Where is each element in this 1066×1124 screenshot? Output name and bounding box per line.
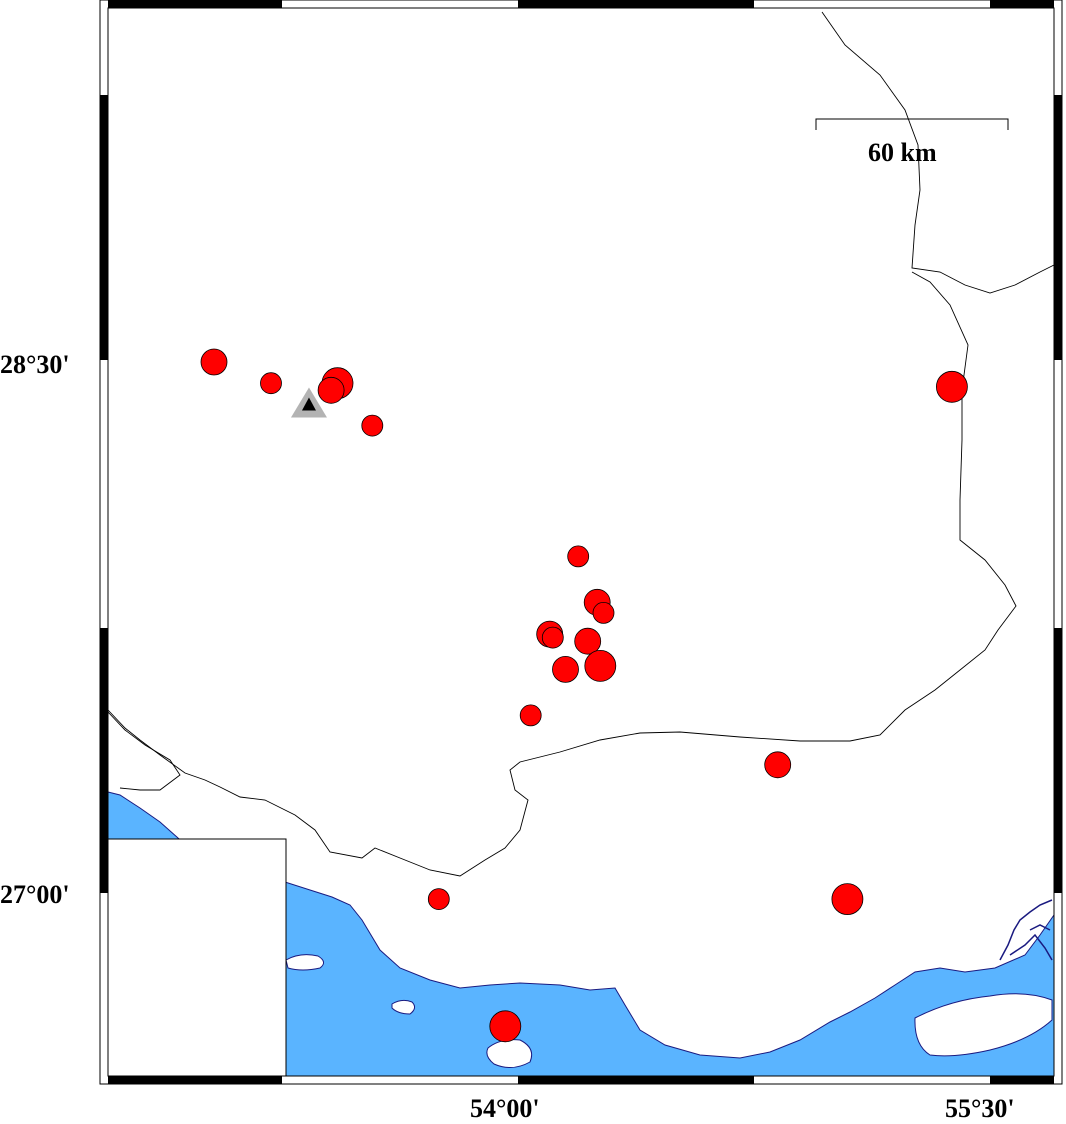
island	[285, 954, 324, 971]
earthquake-event-marker	[831, 883, 864, 915]
longitude-label: 55°30'	[945, 1094, 1015, 1123]
scale-bar-label: 60 km	[868, 138, 937, 167]
island	[391, 999, 416, 1015]
earthquake-event-marker	[936, 370, 968, 403]
station-layer	[290, 387, 327, 418]
earthquake-event-marker	[592, 602, 615, 624]
earthquake-event-marker	[427, 888, 450, 910]
scale-bar	[815, 118, 1009, 130]
earthquake-event-marker	[764, 751, 792, 779]
earthquake-event-marker	[361, 414, 384, 437]
earthquake-event-marker	[584, 650, 617, 682]
earthquake-event-marker	[567, 545, 590, 568]
province-borders	[107, 11, 1055, 877]
earthquake-event-marker	[552, 656, 579, 683]
coastline-detail	[999, 899, 1053, 961]
latitude-label: 27°00'	[0, 880, 70, 909]
earthquake-event-marker	[260, 372, 282, 395]
event-layer	[200, 348, 968, 1043]
latitude-label: 28°30'	[0, 350, 70, 379]
island	[486, 1039, 533, 1068]
inset-box	[107, 838, 287, 1077]
map-frame	[99, 0, 1063, 1085]
earthquake-event-marker	[200, 348, 228, 376]
earthquake-event-marker	[317, 376, 345, 404]
longitude-label: 54°00'	[470, 1094, 540, 1123]
earthquake-event-marker	[541, 626, 564, 649]
earthquake-event-marker	[519, 704, 542, 727]
earthquake-event-marker	[574, 627, 602, 655]
island	[914, 993, 1053, 1057]
earthquake-event-marker	[489, 1010, 522, 1043]
station-core-icon	[301, 397, 316, 411]
